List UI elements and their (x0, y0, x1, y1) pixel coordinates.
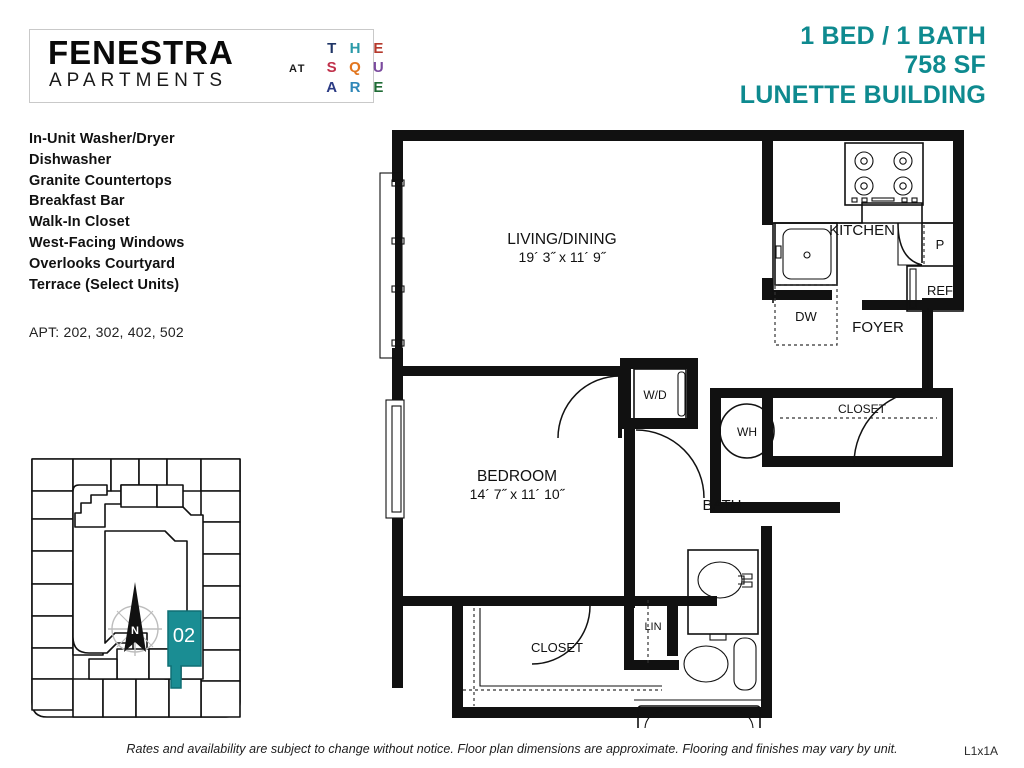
logo-letter: Q (349, 59, 361, 77)
logo-at-text: AT (289, 63, 307, 75)
site-key-plan: N 02 (29, 456, 243, 720)
logo-letter: A (326, 78, 338, 96)
plan-bed-bath: 1 BED / 1 BATH (800, 22, 986, 50)
apartment-numbers: APT: 202, 302, 402, 502 (29, 324, 184, 340)
bedroom-dimensions: 14´ 7˝ x 11´ 10˝ (470, 486, 566, 502)
compass-rose: N (108, 582, 162, 656)
walkin-closet-label: CLOSET (531, 640, 583, 655)
dishwasher-label: DW (795, 309, 817, 324)
plan-header: 1 BED / 1 BATH 758 SF LUNETTE BUILDING (740, 22, 986, 110)
compass-needle (124, 582, 146, 652)
washer-dryer: W/D (633, 368, 687, 420)
key-plan-highlight-unit: 02 (167, 610, 202, 689)
plan-square-feet: 758 SF (904, 51, 986, 80)
windows (379, 172, 405, 519)
kitchen-fixtures: DW P REF KITCHEN (772, 142, 964, 346)
feature-item: West-Facing Windows (29, 234, 185, 251)
room-labels: LIVING/DINING 19´ 3˝ x 11´ 9˝ BEDROOM 14… (470, 231, 904, 655)
living-dining-dimensions: 19´ 3˝ x 11´ 9˝ (519, 249, 607, 265)
range-icon (844, 142, 924, 206)
footer: Rates and availability are subject to ch… (0, 740, 1024, 758)
walkin-closet-shelving (463, 600, 662, 706)
feature-item: Terrace (Select Units) (29, 276, 180, 293)
dishwasher: DW (774, 284, 838, 346)
refrigerator-label: REF (927, 283, 953, 298)
water-heater-label: WH (737, 425, 757, 439)
unit-floor-plan: .w { fill:#111111; } /* solid walls */ .… (362, 118, 992, 728)
logo-brand-subtitle: APARTMENTS (49, 70, 228, 91)
toilet-icon (683, 637, 757, 691)
feature-item: In-Unit Washer/Dryer (29, 131, 175, 147)
disclaimer-text: Rates and availability are subject to ch… (126, 742, 898, 756)
door-swings (531, 308, 929, 665)
plan-code: L1x1A (963, 744, 998, 758)
feature-item: Granite Countertops (29, 172, 172, 189)
bath-fixtures (634, 549, 762, 728)
compass-north-label: N (131, 625, 139, 637)
refrigerator: REF (906, 265, 964, 312)
feature-item: Walk-In Closet (29, 214, 130, 231)
kitchen-label: KITCHEN (829, 222, 895, 239)
kitchen-sink-icon (774, 222, 838, 286)
bathtub-icon (634, 699, 762, 728)
logo-letter: H (349, 40, 361, 58)
feature-item: Breakfast Bar (29, 193, 125, 210)
key-plan-svg: N 02 (31, 458, 241, 718)
living-dining-label: LIVING/DINING (507, 231, 616, 248)
logo-letter: R (349, 78, 361, 96)
bedroom-label: BEDROOM (477, 468, 557, 485)
logo-letter: T (327, 40, 337, 58)
feature-item: Overlooks Courtyard (29, 255, 176, 272)
logo-letter: U (372, 59, 384, 77)
bath-label: BATH (703, 497, 742, 514)
logo-letter: E (373, 40, 384, 58)
logo-letter: S (326, 59, 337, 77)
floor-plan-svg: .w { fill:#111111; } /* solid walls */ .… (379, 130, 964, 728)
washer-dryer-label: W/D (643, 388, 667, 402)
water-heater: WH (719, 403, 775, 459)
key-plan-unit-number: 02 (173, 625, 195, 647)
logo-brand-name: FENESTRA (48, 34, 234, 71)
logo-letter: E (373, 78, 384, 96)
linen-closet-label: LIN (644, 621, 661, 633)
foyer-closet: CLOSET (780, 402, 937, 419)
pantry-label: P (936, 237, 945, 252)
pantry: P (897, 222, 945, 266)
foyer-label: FOYER (852, 319, 904, 336)
wall-structure (392, 130, 964, 718)
feature-item: Dishwasher (29, 151, 112, 168)
plan-building: LUNETTE BUILDING (739, 80, 986, 109)
